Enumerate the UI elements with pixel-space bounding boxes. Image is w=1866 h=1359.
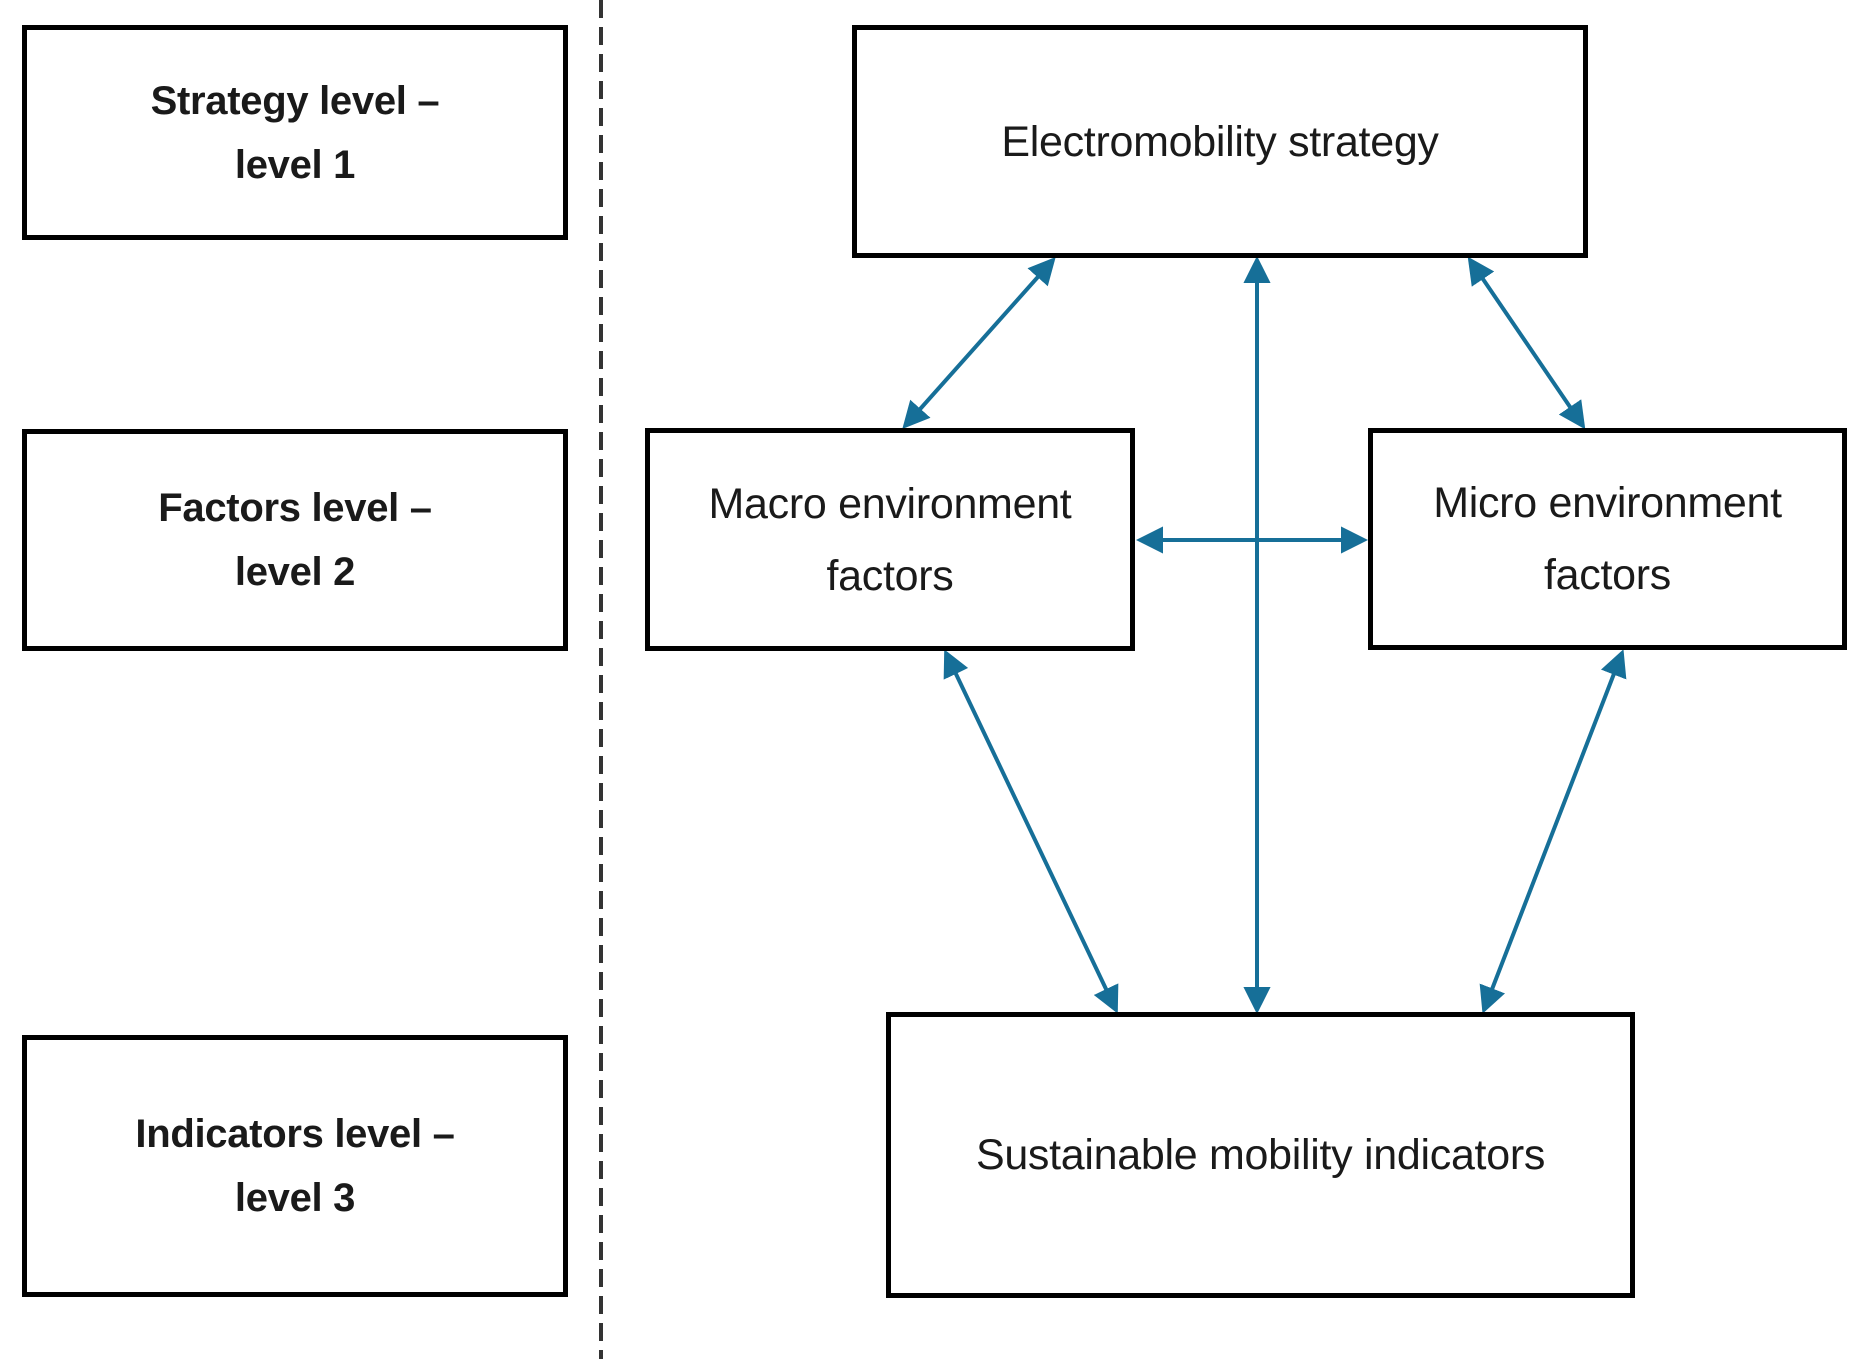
legend-box-level-3: Indicators level – level 3 <box>22 1035 568 1297</box>
node-label-macro-environment-factors: Macro environment factors <box>708 479 1072 600</box>
legend-label-level-1: Strategy level – level 1 <box>150 78 440 187</box>
node-label-electromobility-strategy: Electromobility strategy <box>1001 117 1439 166</box>
connector-micro-indicators <box>1479 649 1627 1014</box>
node-label-micro-environment-factors: Micro environment factors <box>1433 479 1782 599</box>
legend-label-level-3: Indicators level – level 3 <box>135 1112 455 1220</box>
legend-box-level-2: Factors level – level 2 <box>22 429 568 651</box>
node-macro-environment-factors: Macro environment factors <box>645 428 1135 651</box>
legend-box-level-1: Strategy level – level 1 <box>22 25 568 240</box>
node-label-sustainable-mobility-indicators: Sustainable mobility indicators <box>975 1131 1546 1179</box>
node-micro-environment-factors: Micro environment factors <box>1368 428 1847 650</box>
legend-label-level-2: Factors level – level 2 <box>158 486 432 594</box>
connector-strategy-micro <box>1467 256 1586 430</box>
connector-strategy-macro <box>902 256 1056 430</box>
node-electromobility-strategy: Electromobility strategy <box>852 25 1588 258</box>
node-sustainable-mobility-indicators: Sustainable mobility indicators <box>886 1012 1635 1298</box>
connector-macro-indicators <box>943 649 1119 1014</box>
